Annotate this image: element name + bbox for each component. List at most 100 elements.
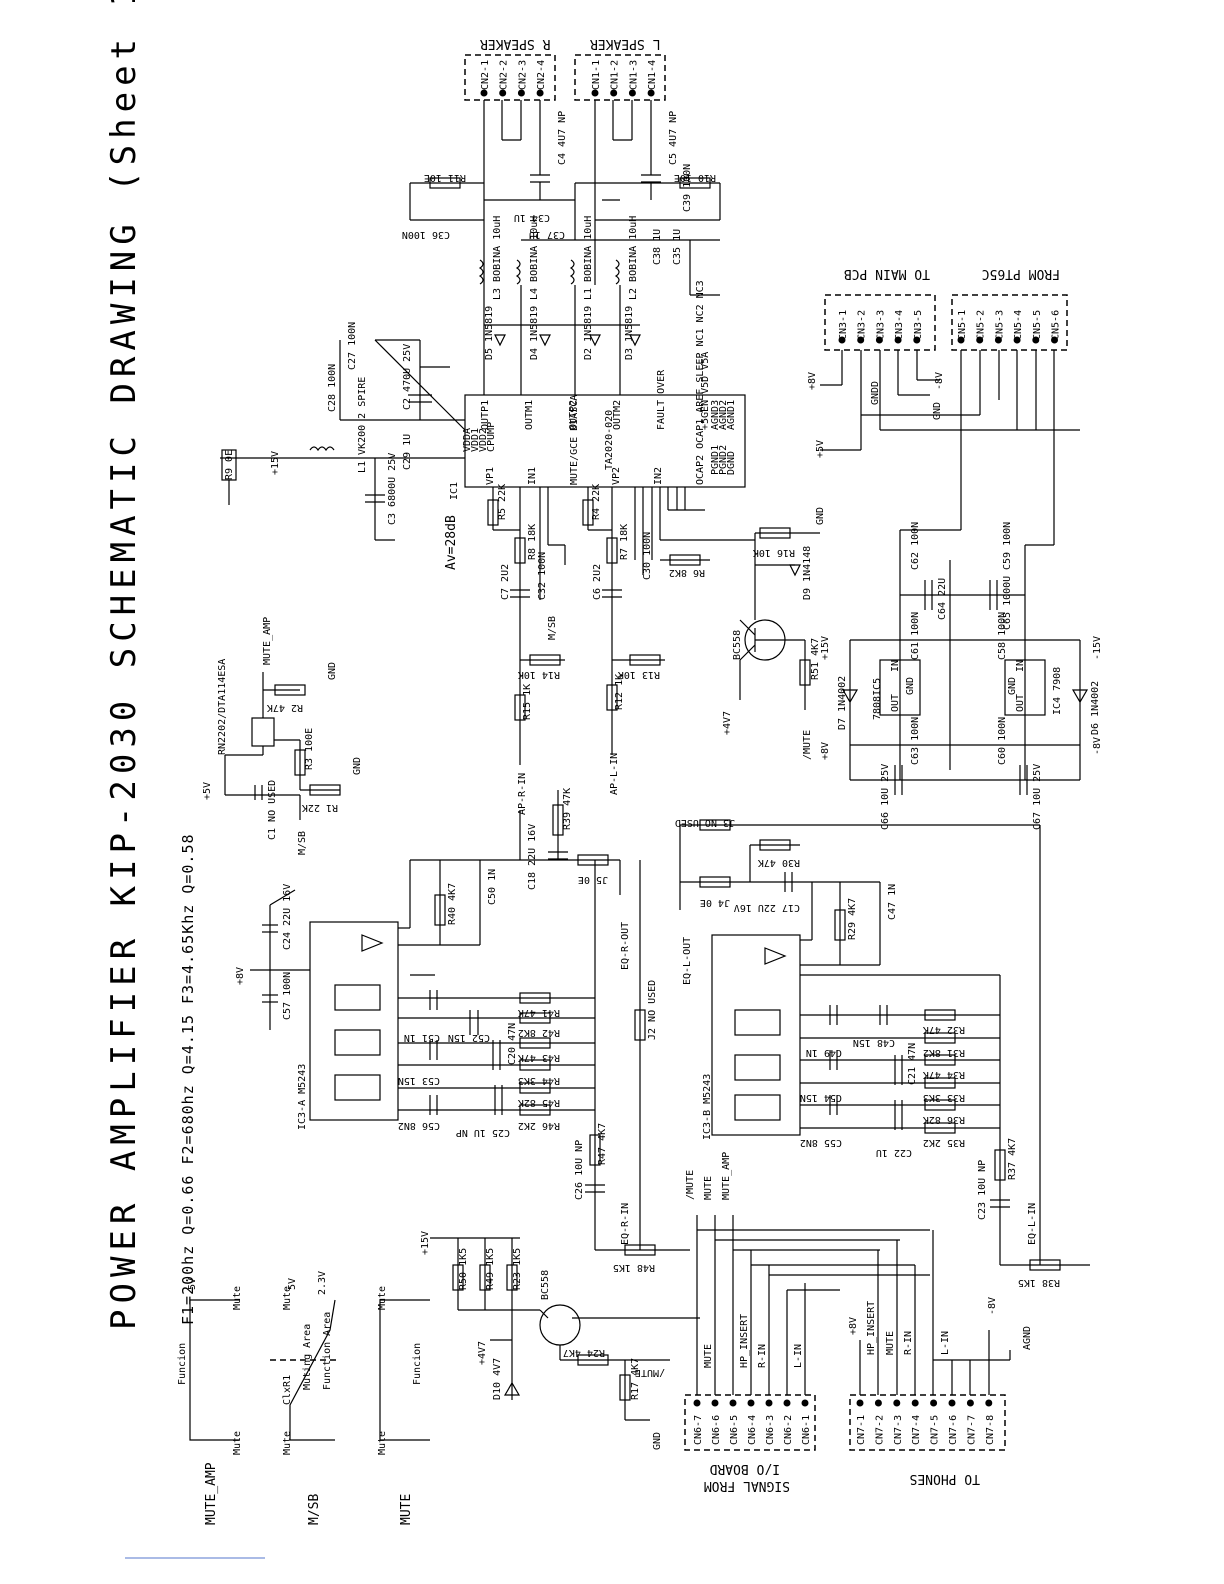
cn1-pin-label: CN1-3 xyxy=(628,60,639,90)
ic1-right-pin: PGND1 xyxy=(710,445,721,475)
c39-label: C39 100N xyxy=(682,164,693,212)
q3-transistor xyxy=(739,619,811,710)
cn1-pin-label: CN1-2 xyxy=(610,60,621,90)
agnd-label: AGND xyxy=(1022,1326,1033,1350)
cn7-pin-dot xyxy=(985,1399,993,1407)
ap-r-in-label: AP-R-IN xyxy=(517,773,528,815)
plus5v-q1-label: +5V xyxy=(202,782,213,800)
ic5-gnd: GND xyxy=(905,677,916,695)
l1-coil-label: L1 BOBINA 10uH xyxy=(583,216,594,300)
timing-mute-a: Mute xyxy=(232,1286,243,1310)
ic1-right-pin: AGND1 xyxy=(726,400,737,430)
eq-l-out-label: EQ-L-OUT xyxy=(682,937,693,985)
r37-label: R37 4K7 xyxy=(1007,1138,1018,1180)
eq-parameters: F1=200hz Q=0.66 F2=680hz Q=4.15 F3=4.65K… xyxy=(179,833,197,1325)
r6-label: R6 8K2 xyxy=(669,567,705,578)
mute-cn7-label: MUTE xyxy=(885,1331,896,1355)
minus8v-main-label: -8V xyxy=(934,372,945,390)
msb-q1-label: M/SB xyxy=(297,831,308,855)
ic1-right-pin: DGND xyxy=(726,451,737,475)
c61-label: C61 100N xyxy=(910,612,921,660)
ic1-bottom-pin: IN1 xyxy=(527,467,538,485)
minus8v-cn7-label: -8V xyxy=(987,1297,998,1315)
cn2-pin-dot xyxy=(480,89,488,97)
timing-title-mute: MUTE xyxy=(399,1494,414,1525)
io-board-title-2: I/O BOARD xyxy=(709,1461,780,1476)
cn7-pin-dot xyxy=(874,1399,882,1407)
cn6-pin-label: CN6-7 xyxy=(693,1415,704,1445)
gnd-r1-label: GND xyxy=(352,757,363,775)
r30-label: R30 47K xyxy=(758,857,800,868)
cn6-pin-label: CN6-6 xyxy=(711,1415,722,1445)
io-board-title-1: SIGNAL FROM xyxy=(704,1478,790,1493)
r16-label: R16 10K xyxy=(753,547,795,558)
ic1-top-pin: FAULT OVER xyxy=(656,369,667,430)
cn5-pin-dot xyxy=(976,336,984,344)
cn1-pin-dot xyxy=(647,89,655,97)
timing-funcion-b: Funcion xyxy=(412,1343,423,1385)
r23-label: R23 1K5 xyxy=(512,1248,523,1290)
c18-label: C18 22U 16V xyxy=(527,824,538,890)
eq-l-in-label: EQ-L-IN xyxy=(1027,1203,1038,1245)
r44-label: R44 3K3 xyxy=(518,1075,560,1086)
cn7-pin-dot xyxy=(930,1399,938,1407)
l1-label: L1 VK200 2 SPIRE xyxy=(357,377,368,473)
ic4-in: IN xyxy=(1015,660,1026,672)
ic1-bottom-pin: IN2 xyxy=(653,467,664,485)
timing-2v3: 2.3V xyxy=(317,1271,328,1295)
c26-label: C26 10U NP xyxy=(574,1140,585,1200)
cn3-pin-label: CN3-4 xyxy=(894,310,905,340)
d4-label: D4 1N5819 xyxy=(529,306,540,360)
c4-label: C4 4U7 NP xyxy=(557,111,568,165)
ic1-right-pin: AGND3 xyxy=(710,400,721,430)
cn3-pin-dot xyxy=(913,336,921,344)
r-in-cn6-label: R-IN xyxy=(757,1344,768,1368)
c21-label: C21 47N xyxy=(907,1043,918,1085)
timing-mute-c: Mute xyxy=(282,1286,293,1310)
ic1-left-pin: CPUMP xyxy=(486,422,497,452)
cn6-pin-dot xyxy=(747,1399,755,1407)
c47-label: C47 1N xyxy=(887,884,898,920)
cn6-pin-label: CN6-3 xyxy=(765,1415,776,1445)
r33-label: R33 3K3 xyxy=(923,1092,965,1103)
timing-diagrams xyxy=(189,1299,430,1441)
io-board-connector: SIGNAL FROM I/O BOARD CN6-7 CN6-6 CN6-5 CN6… xyxy=(684,1394,816,1493)
r51-label: R51 4K7 xyxy=(810,638,821,680)
ic3-b-eq xyxy=(679,819,1090,1271)
r43-label: R43 47K xyxy=(518,1052,560,1063)
plus15v-ic1-label: +15V xyxy=(270,451,281,475)
ic1-right-pin: AGND2 xyxy=(718,400,729,430)
cn7-pin-label: CN7-5 xyxy=(930,1415,941,1445)
cn2-pin-label: CN2-3 xyxy=(517,60,528,90)
d2-label: D2 1N5819 xyxy=(583,306,594,360)
cn3-pin-label: CN3-3 xyxy=(875,310,886,340)
r49-label: R49 1K5 xyxy=(485,1248,496,1290)
cn5-pin-label: CN5-2 xyxy=(976,310,987,340)
r-speaker-title: R SPEAKER xyxy=(480,36,551,51)
c38-label: C38 1U xyxy=(652,229,663,265)
plus4v7-q2-label: +4V7 xyxy=(477,1341,488,1365)
c5-label: C5 4U7 NP xyxy=(668,111,679,165)
r14-label: R14 10K xyxy=(518,669,560,680)
r45-label: R45 82K xyxy=(518,1097,560,1108)
cn5-pin-label: CN5-1 xyxy=(957,310,968,340)
c64-label: C64 22U xyxy=(937,578,948,620)
c55-label: C55 8N2 xyxy=(800,1137,842,1148)
cn5-pin-label: CN5-6 xyxy=(1051,310,1062,340)
r31-label: R31 8K2 xyxy=(923,1047,965,1058)
ic1-ref: IC1 xyxy=(449,482,460,500)
c58-label: C58 100N xyxy=(997,612,1008,660)
cn6-pin-dot xyxy=(711,1399,719,1407)
r15-label: R15 1K xyxy=(522,684,533,720)
ic1-left-pin: VDD1 xyxy=(470,428,481,452)
r50-label: R50 1K5 xyxy=(458,1248,469,1290)
c67-label: C67 10U 25V xyxy=(1032,764,1043,830)
cn5-pin-dot xyxy=(1013,336,1021,344)
cn7-pin-label: CN7-8 xyxy=(985,1415,996,1445)
plus8v-cn7-label: +8V xyxy=(848,1317,859,1335)
cn3-pin-label: CN3-1 xyxy=(838,310,849,340)
cn6-pin-label: CN6-5 xyxy=(729,1415,740,1445)
ic3-b-label: IC3-B M5243 xyxy=(702,1074,713,1140)
